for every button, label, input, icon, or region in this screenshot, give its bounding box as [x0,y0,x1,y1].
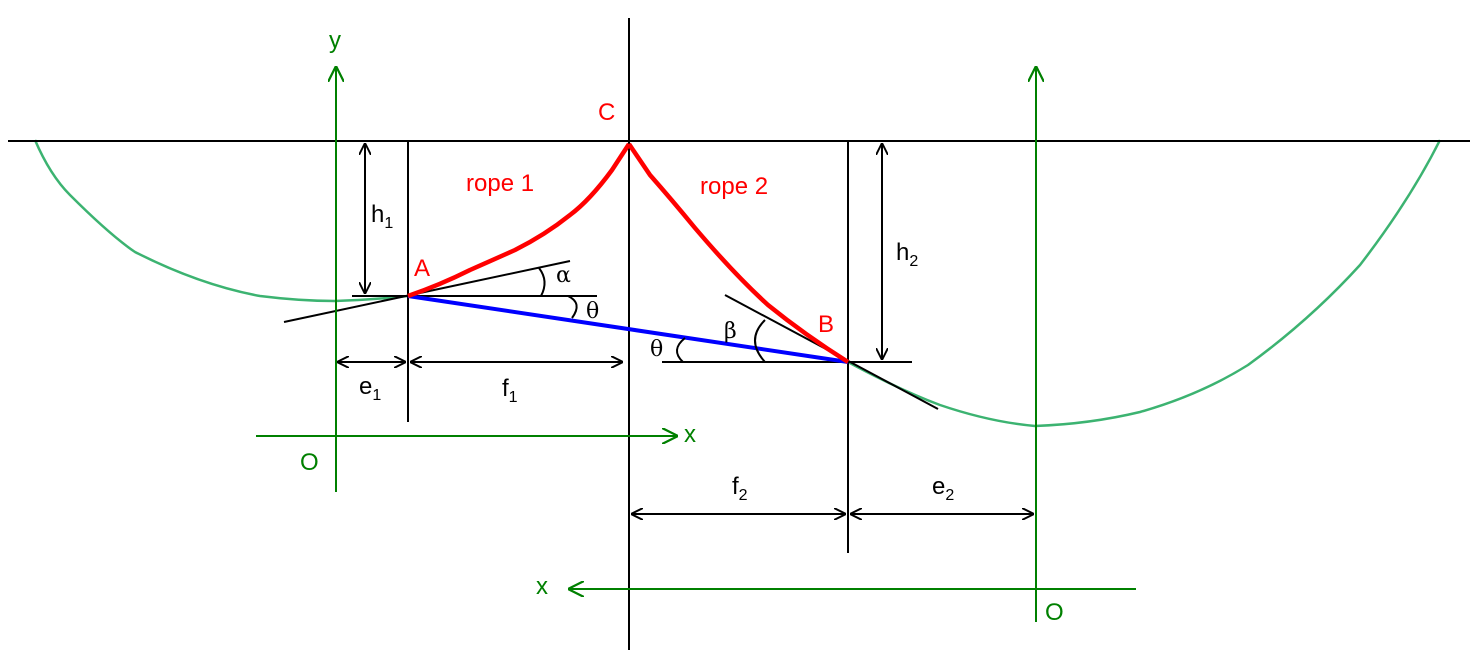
h1-label: h1 [371,201,393,232]
chord-line-ab [407,294,849,364]
theta-label-a: θ [586,299,599,324]
h2-label: h2 [896,239,918,270]
f1-label: f1 [502,375,518,406]
alpha-label: α [556,263,571,288]
theta-angle-arc-b [676,337,686,363]
right-catenary-curve [847,139,1442,428]
left-origin-label: O [300,449,319,476]
right-x-axis-label: x [536,573,548,600]
rope-1-curve [407,142,631,299]
rope-2-curve [627,142,850,364]
point-b-label: B [818,311,834,338]
left-y-axis-label: y [329,27,341,54]
point-a-label: A [414,255,430,282]
right-origin-label: O [1045,599,1064,626]
theta-angle-arc-a [567,295,578,319]
beta-label: β [724,319,737,344]
tangent-line-a [283,260,571,323]
left-catenary-curve [33,139,409,303]
alpha-angle-arc [538,267,546,297]
point-c-label: C [598,99,615,126]
theta-label-b: θ [650,337,663,362]
e1-label: e1 [359,373,381,404]
f2-label: f2 [732,473,748,504]
rope-2-label: rope 2 [700,173,768,200]
left-x-axis-label: x [684,421,696,448]
rope-1-label: rope 1 [466,170,534,197]
beta-angle-arc [754,319,766,363]
e2-label: e2 [932,473,954,504]
